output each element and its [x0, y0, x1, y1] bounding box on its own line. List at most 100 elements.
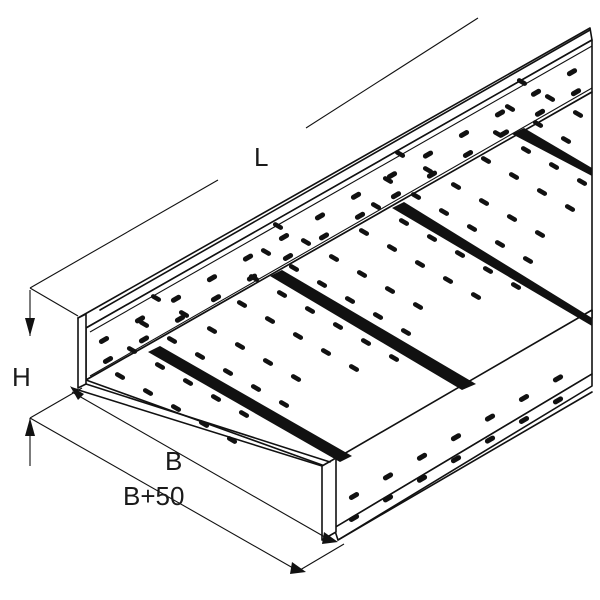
perforation-slot	[318, 232, 330, 241]
perforation-slot	[348, 492, 360, 500]
outer-width-label: B+50	[123, 481, 184, 511]
perforation-slot	[292, 332, 304, 340]
height-label: H	[12, 362, 31, 392]
perforation-slot	[410, 192, 422, 200]
perforation-slot	[520, 146, 532, 154]
perforation-slot	[126, 346, 138, 354]
perforation-slot	[400, 328, 412, 336]
perforation-slot	[210, 294, 222, 303]
perforation-slot	[278, 400, 290, 408]
perforation-slot	[566, 68, 578, 77]
perforation-slot	[544, 94, 556, 102]
perforation-slot	[356, 270, 368, 278]
perforation-slot	[450, 433, 462, 442]
perforation-slot	[422, 166, 434, 174]
perforation-slot	[382, 472, 394, 481]
perforation-slot	[360, 338, 372, 346]
perforation-slot	[536, 188, 548, 196]
perforation-slot	[102, 356, 114, 364]
perforation-slot	[288, 264, 300, 272]
perforation-slot	[182, 378, 194, 386]
perforation-slot	[386, 171, 398, 180]
perforation-slot	[276, 290, 288, 298]
perforation-slot	[466, 224, 478, 232]
perforation-slot	[234, 342, 246, 350]
perforation-slot	[262, 358, 274, 366]
perforation-slot	[272, 222, 284, 230]
front-wall-end	[321, 457, 337, 541]
perforation-slot	[142, 388, 154, 396]
length-label: L	[254, 142, 268, 172]
perforation-slot	[386, 244, 398, 252]
perforation-slot	[560, 136, 572, 144]
perforation-slot	[138, 320, 150, 328]
floor-rib	[148, 346, 352, 462]
perforation-slot	[174, 314, 186, 323]
perforation-slot	[236, 300, 248, 308]
floor-rib	[270, 270, 476, 390]
perforation-slot	[534, 108, 546, 117]
perforation-slot	[552, 374, 564, 383]
perforation-slot	[150, 294, 162, 302]
perforation-slot	[260, 248, 272, 256]
perforation-slot	[226, 436, 238, 444]
perforation-slot	[504, 104, 516, 112]
perforation-slot	[522, 256, 534, 264]
perforation-slot	[426, 234, 438, 242]
perforation-slot	[348, 514, 360, 522]
perforation-slot	[548, 162, 560, 170]
perforation-slot	[458, 130, 470, 138]
perforation-slot	[138, 335, 150, 344]
perforation-slot	[166, 336, 178, 344]
perforation-slot	[382, 176, 394, 184]
dimension-lines	[25, 17, 479, 574]
perforation-slot	[494, 109, 506, 118]
perforation-slot	[210, 394, 222, 402]
perforation-slot	[482, 266, 494, 274]
perforation-slot	[450, 182, 462, 190]
perforation-slot	[332, 322, 344, 330]
perforation-slot	[370, 202, 382, 210]
width-label: B	[165, 446, 182, 476]
perforation-slot	[576, 178, 588, 186]
perforation-slot	[282, 253, 294, 261]
perforation-slot	[484, 413, 496, 422]
perforation-slot	[170, 404, 182, 412]
perforation-slot	[328, 254, 340, 262]
perforation-slot	[394, 150, 406, 158]
perforation-slot	[454, 250, 466, 258]
perforation-slot	[264, 316, 276, 324]
perforation-slot	[534, 230, 546, 238]
perforation-slot	[498, 129, 510, 138]
floor-rib	[512, 128, 592, 176]
perforation-slot	[552, 396, 564, 405]
perforation-slot	[570, 88, 582, 97]
perforation-slot	[154, 362, 166, 370]
perforation-slot	[518, 416, 530, 424]
perforation-slot	[242, 253, 254, 262]
perforation-slot	[422, 150, 434, 159]
perforation-slot	[412, 302, 424, 310]
perforation-slot	[198, 420, 210, 428]
perforation-slot	[530, 88, 542, 97]
perforation-slot	[506, 214, 518, 222]
perforation-slot	[314, 212, 326, 221]
perforation-slot	[390, 191, 402, 200]
perforation-slot	[532, 120, 544, 128]
cable-tray	[71, 27, 593, 541]
perforation-slot	[354, 211, 366, 220]
perforation-slot	[382, 494, 394, 503]
perforation-slot	[398, 218, 410, 226]
perforation-slot	[344, 296, 356, 304]
perforation-slot	[134, 315, 146, 324]
front-lip	[333, 373, 593, 541]
perforation-slot	[416, 452, 428, 461]
perforation-slot	[304, 306, 316, 314]
perforation-slot	[516, 78, 528, 86]
perforation-slot	[510, 282, 522, 290]
perforation-slot	[194, 352, 206, 360]
perforation-slot	[572, 110, 584, 118]
perforation-slot	[470, 292, 482, 300]
perforation-slot	[250, 384, 262, 392]
